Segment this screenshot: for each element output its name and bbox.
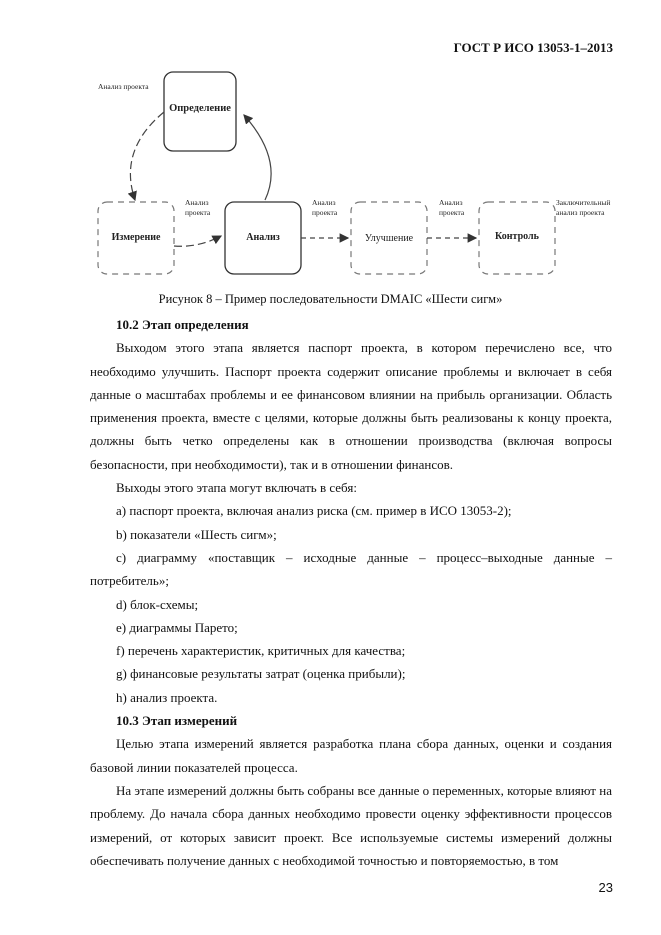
dmaic-diagram: Определение Измерение Анализ Улучшение К… bbox=[97, 71, 610, 275]
section-heading: 10.3 Этап измерений bbox=[116, 713, 238, 729]
paragraph: Выходом этого этапа является паспорт про… bbox=[90, 340, 612, 472]
list-item: c) диаграмму «поставщик – исходные данны… bbox=[90, 549, 612, 589]
note-analysis-review-1: Анализ bbox=[185, 198, 209, 207]
list-item: g) финансовые результаты затрат (оценка … bbox=[116, 666, 406, 682]
section-heading: 10.2 Этап определения bbox=[116, 317, 249, 332]
document-header: ГОСТ Р ИСО 13053-1–2013 bbox=[453, 40, 613, 55]
section-10-2: 10.2 Этап определения Выходом этого этап… bbox=[90, 313, 612, 872]
list-item: b) показатели «Шесть сигм»; bbox=[116, 526, 277, 542]
define-label: Определение bbox=[169, 103, 231, 114]
paragraph: На этапе измерений должны быть собраны в… bbox=[90, 782, 612, 868]
note-definition-review: Анализ проекта bbox=[98, 82, 149, 91]
note-control-review-1: Анализ bbox=[439, 198, 463, 207]
measure-label: Измерение bbox=[112, 232, 161, 243]
list-item: e) диаграммы Парето; bbox=[116, 619, 238, 635]
arrow-measure-to-analyze bbox=[173, 235, 223, 247]
note-improve-review-2: проекта bbox=[312, 208, 338, 217]
note-final-review-1: Заключительный bbox=[556, 198, 610, 207]
control-box bbox=[478, 201, 556, 275]
note-final-review-2: анализ проекта bbox=[556, 208, 605, 217]
control-label: Контроль bbox=[495, 231, 540, 242]
list-item: f) перечень характеристик, критичных для… bbox=[116, 643, 406, 659]
note-analysis-review-2: проекта bbox=[185, 208, 211, 217]
note-improve-review-1: Анализ bbox=[312, 198, 336, 207]
improve-label: Улучшение bbox=[365, 233, 414, 244]
paragraph: Выходы этого этапа могут включать в себя… bbox=[116, 480, 357, 496]
define-box bbox=[163, 71, 237, 152]
measure-box bbox=[97, 201, 175, 275]
list-item: h) анализ проекта. bbox=[116, 689, 218, 705]
list-item: d) блок-схемы; bbox=[116, 596, 199, 612]
list-item: a) паспорт проекта, включая анализ риска… bbox=[116, 503, 512, 519]
note-control-review-2: проекта bbox=[439, 208, 465, 217]
page-number: 23 bbox=[598, 880, 613, 895]
figure-caption: Рисунок 8 – Пример последовательности DM… bbox=[158, 292, 503, 306]
analyze-label: Анализ bbox=[246, 232, 279, 243]
paragraph: Целью этапа измерений является разработк… bbox=[90, 736, 612, 775]
arrow-define-to-measure bbox=[127, 111, 165, 202]
arrow-analyze-to-define bbox=[243, 114, 272, 201]
